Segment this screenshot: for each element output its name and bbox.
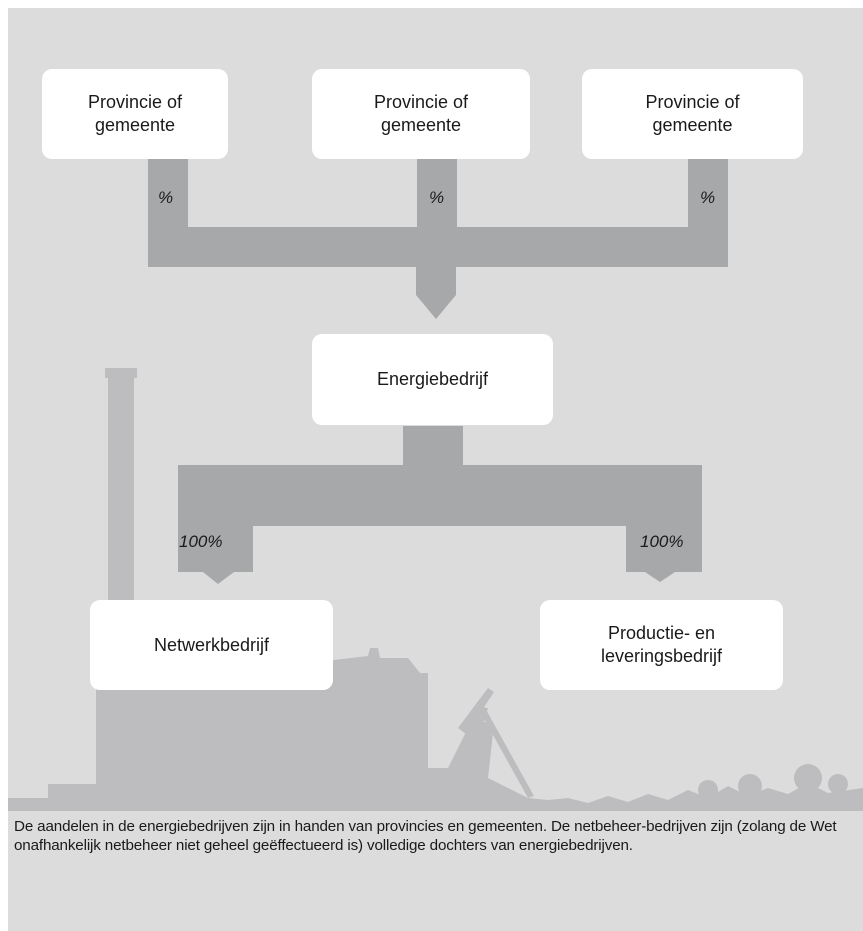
ownership-percent-label: % xyxy=(700,188,716,207)
subsidiary-percent-label: 100% xyxy=(179,532,223,551)
shareholder-label: Provincie of gemeente xyxy=(87,92,183,135)
energy-company-label: Energiebedrijf xyxy=(376,369,489,389)
diagram-canvas: Provincie of gemeente Provincie of gemee… xyxy=(8,8,863,931)
network-company-box: Netwerkbedrijf xyxy=(90,600,333,690)
production-company-box: Productie- en leveringsbedrijf xyxy=(540,600,783,690)
shareholder-label: Provincie of gemeente xyxy=(645,92,740,135)
production-company-label: Productie- en leveringsbedrijf xyxy=(600,623,723,666)
figure-caption: De aandelen in de energiebedrijven zijn … xyxy=(14,818,837,855)
subsidiary-percent-label: 100% xyxy=(640,532,684,551)
ownership-connector-bottom xyxy=(178,426,702,584)
shareholder-box: Provincie of gemeente xyxy=(582,69,803,159)
shareholder-box: Provincie of gemeente xyxy=(42,69,228,159)
energy-company-box: Energiebedrijf xyxy=(312,334,553,425)
ownership-percent-label: % xyxy=(429,188,445,207)
ownership-connector-top xyxy=(148,158,728,319)
shareholder-box: Provincie of gemeente xyxy=(312,69,530,159)
ownership-percent-label: % xyxy=(158,188,174,207)
network-company-label: Netwerkbedrijf xyxy=(153,634,270,655)
shareholder-label: Provincie of gemeente xyxy=(373,92,469,135)
